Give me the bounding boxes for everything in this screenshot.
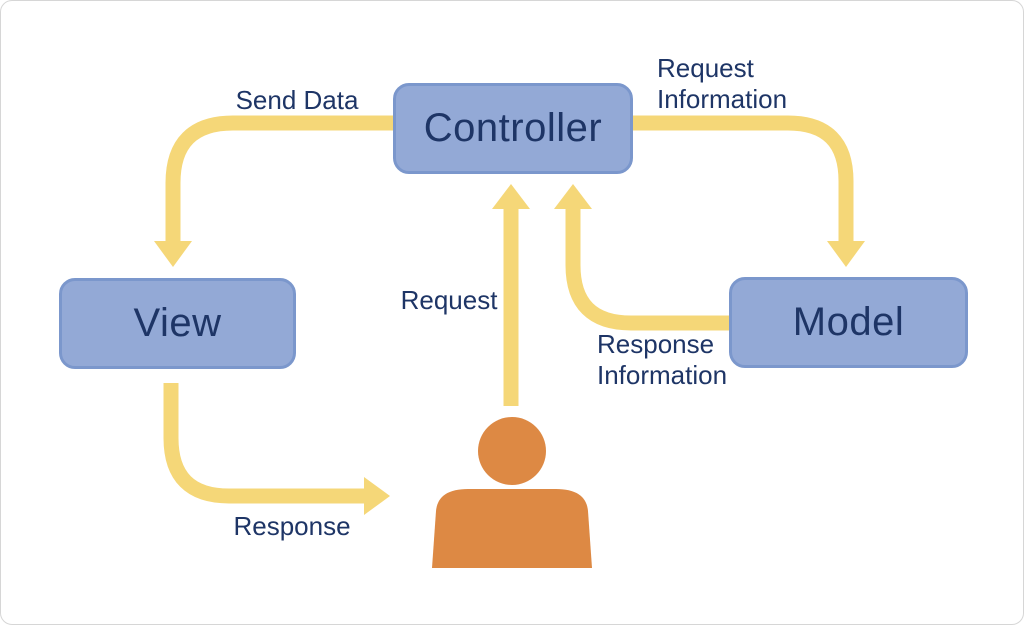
node-view: View <box>59 278 296 369</box>
node-view-label: View <box>133 301 222 345</box>
node-model: Model <box>729 277 968 368</box>
label-request-information-line2: Information <box>657 84 788 114</box>
label-response: Response <box>233 511 351 541</box>
arrow-response <box>163 383 364 504</box>
label-request: Request <box>400 285 498 315</box>
arrowhead-request-information <box>827 241 865 267</box>
label-send-data: Send Data <box>235 85 359 115</box>
node-model-label: Model <box>792 300 905 344</box>
label-response-information-line2: Information <box>597 360 728 390</box>
arrowhead-response-information <box>554 184 592 209</box>
label-request-information-line1: Request <box>657 53 754 83</box>
arrow-send-data <box>165 115 393 242</box>
arrowhead-request <box>492 184 530 209</box>
label-request-information: Request Information <box>657 53 787 115</box>
arrow-request-information <box>633 115 854 242</box>
arrow-response-information <box>565 208 729 331</box>
arrowhead-response <box>364 477 390 515</box>
node-controller-label: Controller <box>423 106 603 150</box>
label-response-information: Response Information <box>597 329 727 391</box>
person-icon <box>432 417 592 568</box>
arrowhead-send-data <box>154 241 192 267</box>
label-response-information-line1: Response <box>597 329 715 359</box>
node-controller: Controller <box>393 83 633 174</box>
